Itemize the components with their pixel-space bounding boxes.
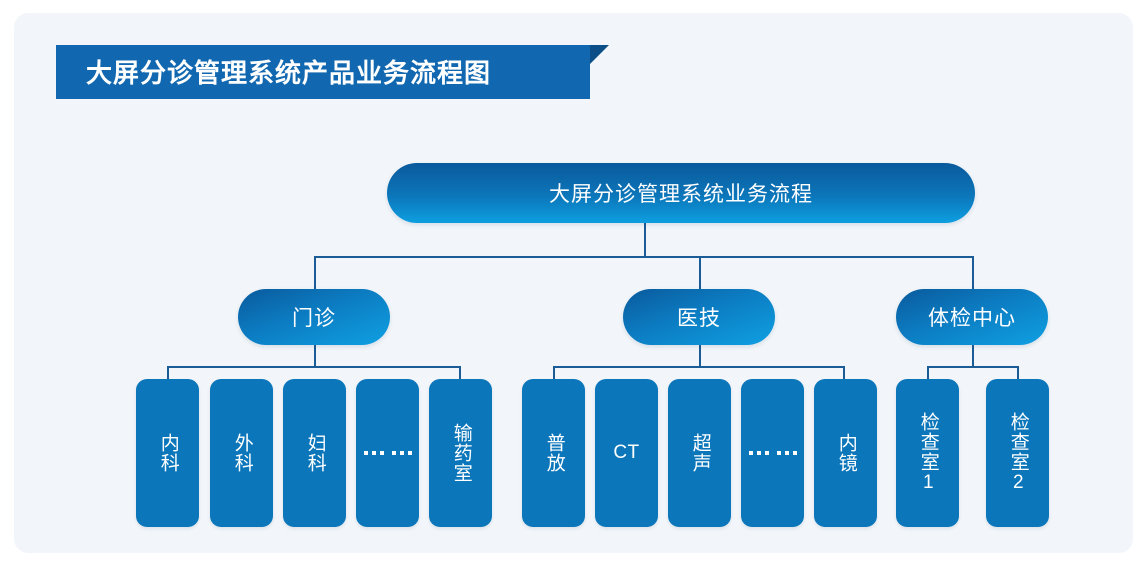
node-leaf-endoscopy[interactable]: 内镜 [814, 379, 877, 527]
node-leaf-internal-medicine-label: 内科 [157, 433, 179, 473]
node-branch-outpatient[interactable]: 门诊 [238, 289, 390, 345]
node-branch-medtech[interactable]: 医技 [623, 289, 775, 345]
node-leaf-endoscopy-label: 内镜 [835, 433, 857, 473]
connector-bus-branch-2 [553, 366, 845, 368]
node-leaf-general-radiology-label: 普放 [543, 433, 565, 473]
node-leaf-exam-room-2[interactable]: 检查室2 [986, 379, 1049, 527]
ellipsis-dot-group [391, 451, 412, 455]
node-leaf-ct[interactable]: CT [595, 379, 658, 527]
connector-drop-branch-3 [972, 256, 974, 289]
node-leaf-exam-room-1-label: 检查室1 [917, 412, 939, 494]
connector-bus-branch-3 [927, 366, 1019, 368]
page-title: 大屏分诊管理系统产品业务流程图 [86, 58, 492, 88]
node-root[interactable]: 大屏分诊管理系统业务流程 [387, 163, 975, 223]
connector-stem-branch-3 [972, 345, 974, 367]
connector-drop-leaf-1-1 [167, 366, 169, 380]
connector-drop-branch-2 [699, 256, 701, 289]
node-leaf-infusion-pharmacy[interactable]: 输药室 [429, 379, 492, 527]
node-leaf-surgery-label: 外科 [231, 433, 253, 473]
diagram-canvas: 大屏分诊管理系统产品业务流程图 大屏分诊管理系统业务流程 门诊 医技 体检中心 … [14, 13, 1133, 553]
connector-drop-leaf-3-2 [1017, 366, 1019, 380]
node-leaf-ultrasound[interactable]: 超声 [668, 379, 731, 527]
node-leaf-infusion-pharmacy-label: 输药室 [450, 423, 472, 483]
node-leaf-gynecology[interactable]: 妇科 [283, 379, 346, 527]
ellipsis-icon [363, 451, 412, 455]
title-banner [56, 45, 590, 99]
connector-root-stem [644, 223, 646, 257]
ellipsis-icon [748, 451, 797, 455]
node-leaf-ultrasound-label: 超声 [689, 433, 711, 473]
node-branch-outpatient-label: 门诊 [292, 307, 336, 330]
node-leaf-outpatient-ellipsis [356, 379, 419, 527]
connector-drop-leaf-2-5 [843, 366, 845, 380]
node-branch-medtech-label: 医技 [677, 307, 721, 330]
node-leaf-ct-label: CT [613, 441, 640, 463]
node-root-label: 大屏分诊管理系统业务流程 [549, 183, 813, 206]
node-leaf-surgery[interactable]: 外科 [210, 379, 273, 527]
node-leaf-general-radiology[interactable]: 普放 [522, 379, 585, 527]
connector-bus-branch-1 [167, 366, 461, 368]
connector-drop-leaf-2-1 [553, 366, 555, 380]
connector-level1-bus [314, 256, 974, 258]
node-leaf-exam-room-2-label: 检查室2 [1007, 412, 1029, 494]
node-leaf-medtech-ellipsis [741, 379, 804, 527]
node-leaf-exam-room-1[interactable]: 检查室1 [896, 379, 959, 527]
banner-fold-corner-icon [590, 45, 609, 64]
connector-drop-leaf-3-1 [927, 366, 929, 380]
node-leaf-internal-medicine[interactable]: 内科 [136, 379, 199, 527]
ellipsis-dot-group [776, 451, 797, 455]
connector-stem-branch-1 [314, 345, 316, 367]
ellipsis-dot-group [363, 451, 384, 455]
node-branch-checkup-center-label: 体检中心 [928, 307, 1016, 330]
connector-drop-leaf-1-5 [459, 366, 461, 380]
node-leaf-gynecology-label: 妇科 [304, 433, 326, 473]
node-branch-checkup-center[interactable]: 体检中心 [896, 289, 1048, 345]
ellipsis-dot-group [748, 451, 769, 455]
connector-drop-branch-1 [314, 256, 316, 289]
connector-stem-branch-2 [699, 345, 701, 367]
